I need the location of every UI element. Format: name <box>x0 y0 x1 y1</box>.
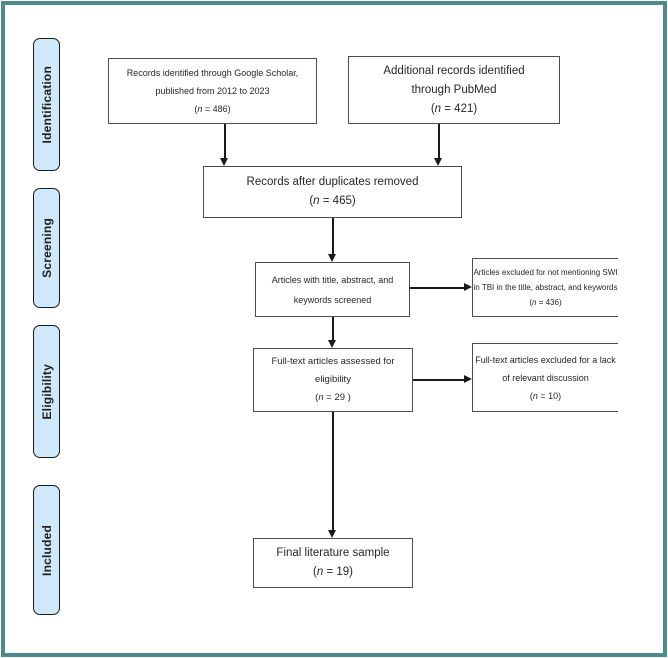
box-excluded-screening: Articles excluded for not mentioning SWI… <box>472 258 618 317</box>
arrowhead-pubmed-to-duplicates <box>434 158 442 166</box>
stage-included: Included <box>33 485 60 615</box>
arrowhead-fulltext-to-excluded <box>464 375 472 383</box>
box-text-line: Additional records identified <box>383 64 525 77</box>
box-text-line: Full-text articles assessed for <box>271 356 395 367</box>
box-text-line: eligibility <box>315 374 351 385</box>
connector-duplicates-to-screened <box>332 218 334 254</box>
box-text-line: Full-text articles excluded for a lack <box>475 354 616 365</box>
arrowhead-gscholar-to-duplicates <box>220 158 228 166</box>
box-count-line: (n = 29 ) <box>315 392 351 403</box>
box-count-line: (n = 486) <box>194 104 231 114</box>
connector-screened-to-excluded <box>410 287 464 289</box>
box-text-line: published from 2012 to 2023 <box>155 86 270 96</box>
arrowhead-screened-to-fulltext <box>328 340 336 348</box>
stage-included-label: Included <box>39 524 54 576</box>
arrowhead-duplicates-to-screened <box>328 254 336 262</box>
box-text-line: Final literature sample <box>276 547 390 559</box>
box-text-line: through PubMed <box>411 83 497 96</box>
box-text-line: of relevant discussion <box>502 372 589 383</box>
box-excluded-fulltext: Full-text articles excluded for a lack o… <box>472 343 618 412</box>
arrowhead-screened-to-excluded <box>464 283 472 291</box>
connector-fulltext-to-final <box>332 412 334 530</box>
box-count-line: (n = 465) <box>309 195 356 207</box>
box-title-abstract-screened: Articles with title, abstract, and keywo… <box>255 262 410 317</box>
arrowhead-fulltext-to-final <box>328 530 336 538</box>
box-count-line: (n = 19) <box>313 566 353 578</box>
box-text-line: Articles excluded for not mentioning SWI <box>473 268 618 277</box>
stage-eligibility-label: Eligibility <box>39 363 54 420</box>
box-records-google-scholar: Records identified through Google Schola… <box>108 58 317 124</box>
stage-screening-label: Screening <box>39 218 54 278</box>
box-fulltext-assessed: Full-text articles assessed for eligibil… <box>253 348 413 412</box>
box-text-line: keywords screened <box>293 294 372 305</box>
stage-screening: Screening <box>33 188 60 308</box>
box-count-line: (n = 10) <box>529 390 562 401</box>
stage-identification: Identification <box>33 38 60 171</box>
box-text-line: in TBI in the title, abstract, and keywo… <box>473 283 618 292</box>
connector-screened-to-fulltext <box>332 317 334 340</box>
box-text-line: Records after duplicates removed <box>246 176 419 188</box>
stage-identification-label: Identification <box>39 65 54 144</box>
connector-fulltext-to-excluded <box>413 379 464 381</box>
box-count-line: (n = 421) <box>430 102 478 115</box>
box-text-line: Records identified through Google Schola… <box>126 68 299 78</box>
connector-pubmed-to-duplicates <box>438 124 440 158</box>
connector-gscholar-to-duplicates <box>224 124 226 158</box>
box-duplicates-removed: Records after duplicates removed (n = 46… <box>203 166 462 218</box>
box-final-sample: Final literature sample (n = 19) <box>253 538 413 588</box>
stage-eligibility: Eligibility <box>33 325 60 458</box>
box-count-line: (n = 436) <box>529 298 562 307</box>
box-text-line: Articles with title, abstract, and <box>271 274 394 285</box>
box-records-pubmed: Additional records identified through Pu… <box>348 56 560 124</box>
